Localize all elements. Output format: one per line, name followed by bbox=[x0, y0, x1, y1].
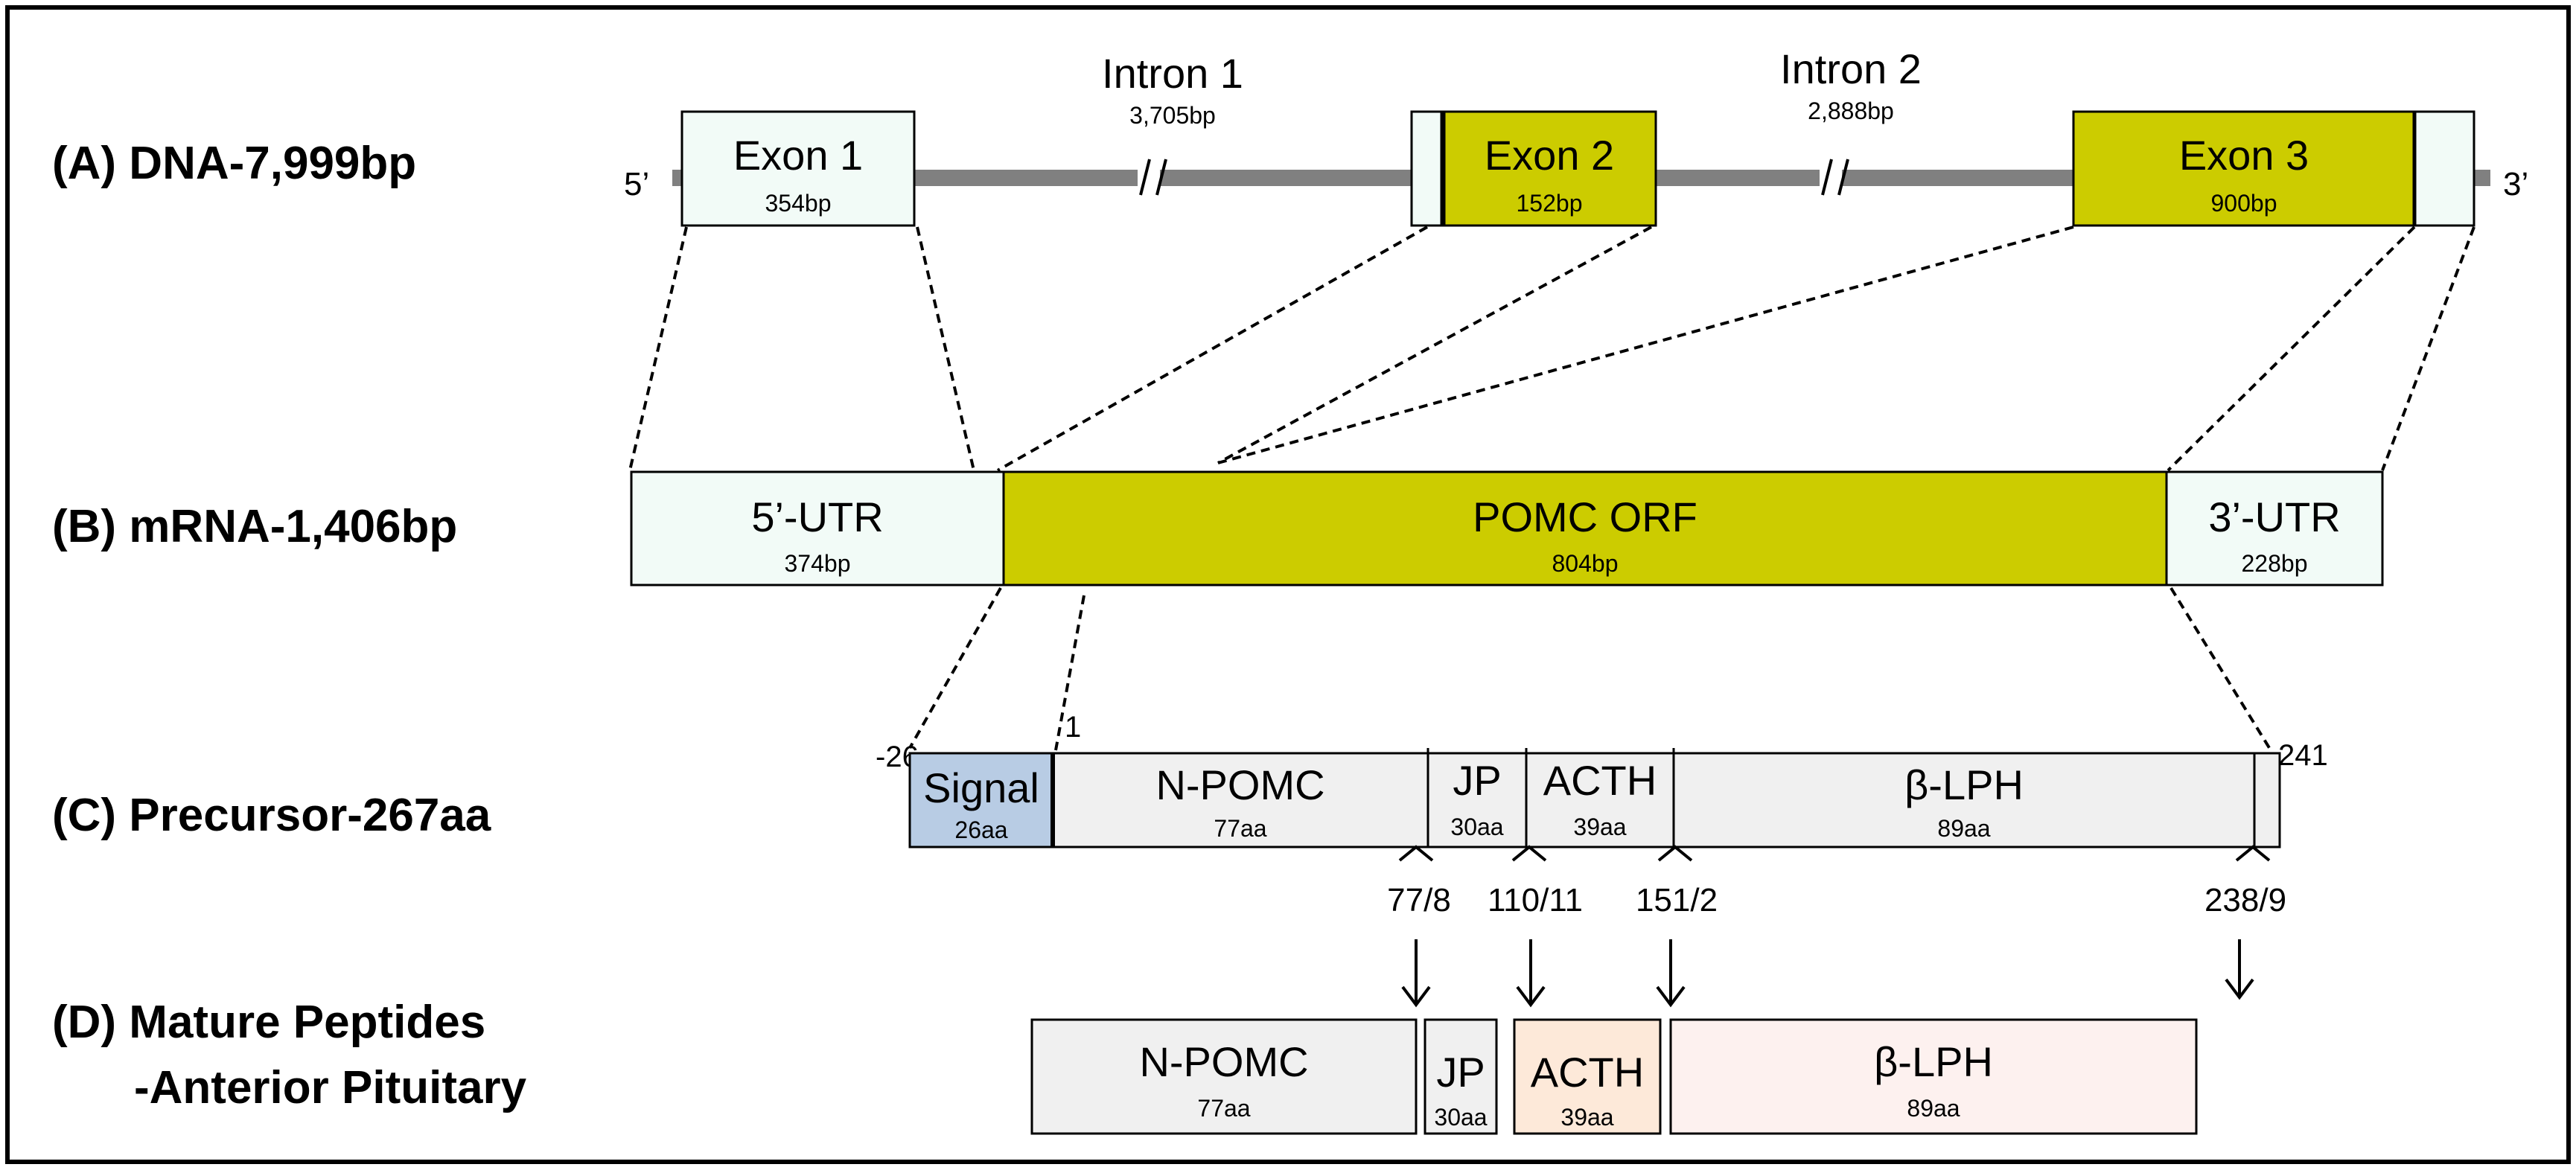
precursor-jp-label: JP bbox=[1453, 757, 1501, 804]
mature-npomc-label: N-POMC bbox=[1139, 1038, 1308, 1085]
mrna-orf-label: POMC ORF bbox=[1473, 493, 1697, 540]
precursor-npomc-label: N-POMC bbox=[1155, 761, 1324, 808]
exon1-box bbox=[680, 110, 916, 227]
mrna-utr5-box bbox=[630, 470, 1005, 586]
mature-npomc-size: 77aa bbox=[1197, 1095, 1250, 1122]
precursor-signal-label: Signal bbox=[923, 764, 1039, 811]
precursor-signal-box bbox=[908, 752, 1054, 848]
mature-acth-label: ACTH bbox=[1531, 1049, 1644, 1096]
intron1-size: 3,705bp bbox=[1129, 102, 1216, 129]
mature-jp-label: JP bbox=[1436, 1049, 1485, 1096]
intron2-break bbox=[1820, 159, 1849, 196]
mature-jp-size: 30aa bbox=[1434, 1104, 1487, 1131]
mrna-orf-box bbox=[1002, 470, 2168, 586]
row-title-precursor: (C) Precursor-267aa bbox=[52, 790, 491, 841]
row-title-dna: (A) DNA-7,999bp bbox=[52, 138, 416, 189]
mature-blph-box bbox=[1669, 1018, 2198, 1135]
mature-jp-box bbox=[1424, 1018, 1498, 1135]
mrna-utr5-size: 374bp bbox=[785, 550, 851, 577]
mature-npomc-box bbox=[1030, 1018, 1418, 1135]
row-title-mature-line1: (D) Mature Peptides bbox=[52, 997, 485, 1048]
intron1-break bbox=[1138, 159, 1167, 196]
exon2-size: 152bp bbox=[1517, 190, 1583, 217]
exon1-size: 354bp bbox=[765, 190, 832, 217]
exon3-label: Exon 3 bbox=[2179, 132, 2309, 179]
mrna-precursor-connectors bbox=[908, 586, 2272, 752]
precursor-signal-size: 26aa bbox=[954, 816, 1007, 843]
mrna-utr3-size: 228bp bbox=[2242, 550, 2308, 577]
dna-mrna-connectors bbox=[628, 226, 2475, 472]
intron2-size: 2,888bp bbox=[1808, 98, 1894, 124]
exon1-label: Exon 1 bbox=[733, 132, 863, 179]
intron1-label: Intron 1 bbox=[1102, 50, 1243, 97]
outer-frame bbox=[5, 5, 2571, 1164]
precursor-jp-size: 30aa bbox=[1450, 814, 1503, 840]
cleavage-site-4: 238/9 bbox=[2204, 882, 2286, 918]
precursor-body-box bbox=[1051, 752, 2281, 848]
mature-acth-size: 39aa bbox=[1560, 1104, 1613, 1131]
mrna-utr3-box bbox=[2165, 470, 2384, 586]
precursor-acth-label: ACTH bbox=[1543, 757, 1657, 804]
processing-arrows bbox=[1401, 939, 2254, 1008]
exon3-box bbox=[2072, 110, 2416, 227]
exon2-utr-box bbox=[1410, 110, 1444, 227]
mrna-utr3-label: 3’-UTR bbox=[2208, 493, 2340, 540]
cleavage-carets bbox=[1398, 845, 2271, 862]
exon3-utr-box bbox=[2413, 110, 2475, 227]
exon2-label: Exon 2 bbox=[1485, 132, 1614, 179]
mature-acth-box bbox=[1513, 1018, 1662, 1135]
precursor-end-num: 241 bbox=[2278, 739, 2328, 772]
row-title-mrna: (B) mRNA-1,406bp bbox=[52, 501, 457, 552]
exon3-size: 900bp bbox=[2211, 190, 2277, 217]
cleavage-site-1: 77/8 bbox=[1387, 882, 1451, 918]
dna-five-prime: 5’ bbox=[624, 166, 649, 202]
cleavage-site-3: 151/2 bbox=[1636, 882, 1718, 918]
row-title-mature-line2: -Anterior Pituitary bbox=[134, 1062, 527, 1113]
dna-three-prime: 3’ bbox=[2503, 166, 2528, 202]
intron2-label: Intron 2 bbox=[1780, 45, 1922, 92]
precursor-acth-size: 39aa bbox=[1573, 814, 1626, 840]
precursor-npomc-size: 77aa bbox=[1214, 815, 1266, 842]
cleavage-site-2: 110/11 bbox=[1488, 882, 1583, 918]
mrna-orf-size: 804bp bbox=[1552, 550, 1619, 577]
exon2-box bbox=[1441, 110, 1657, 227]
mature-blph-label: β-LPH bbox=[1874, 1038, 1993, 1085]
precursor-blph-size: 89aa bbox=[1937, 815, 1990, 842]
precursor-blph-label: β-LPH bbox=[1904, 761, 2024, 808]
mrna-utr5-label: 5’-UTR bbox=[751, 493, 883, 540]
precursor-one-num: 1 bbox=[1065, 711, 1081, 744]
mature-blph-size: 89aa bbox=[1907, 1095, 1960, 1122]
